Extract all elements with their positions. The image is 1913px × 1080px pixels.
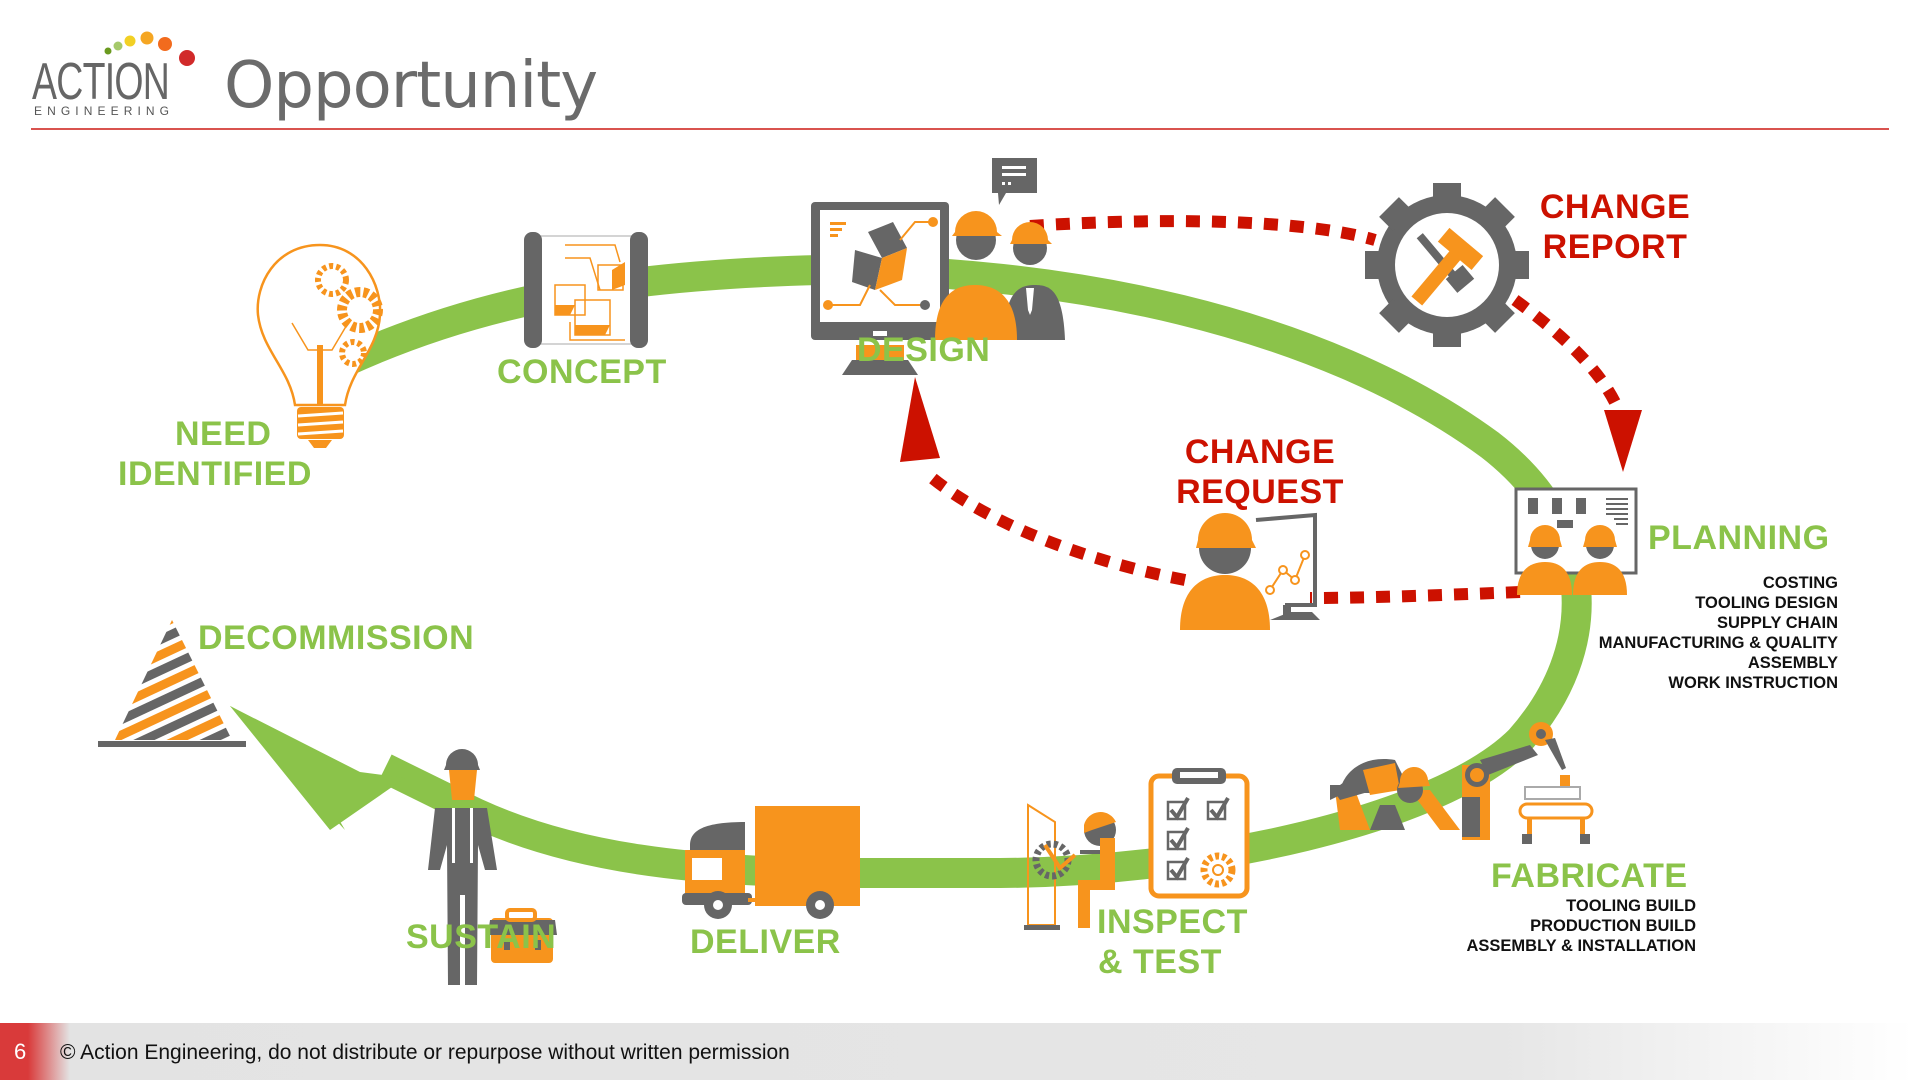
stage-need-label-1: NEED — [175, 415, 272, 453]
change-report-label: CHANGE REPORT — [1520, 187, 1710, 267]
logo-dot — [124, 35, 136, 47]
logo-dots-icon — [104, 31, 195, 66]
engineer-chart-icon — [1180, 512, 1320, 630]
planning-item: TOOLING DESIGN — [1695, 594, 1838, 612]
planning-item: MANUFACTURING & QUALITY — [1598, 634, 1838, 652]
stage-deliver-label: DELIVER — [690, 923, 841, 961]
title-divider — [31, 128, 1889, 130]
logo-dot — [179, 50, 195, 66]
logo-dot — [158, 37, 172, 51]
planning-item: ASSEMBLY — [1747, 654, 1838, 672]
footer-bar — [0, 1023, 1913, 1080]
stage-inspect-label-2: & TEST — [1098, 943, 1222, 981]
stage-planning-label: PLANNING — [1648, 519, 1830, 557]
stage-inspect-label-1: INSPECT — [1097, 903, 1248, 941]
report-to-planning-dashes — [1511, 295, 1628, 422]
striped-cone-icon — [98, 620, 246, 747]
request-to-design-dashes — [921, 467, 1187, 586]
stage-design-label: DESIGN — [857, 331, 991, 369]
stage-need-label-2: IDENTIFIED — [118, 455, 312, 493]
logo-dot — [113, 41, 123, 51]
blueprint-scroll-icon — [524, 232, 648, 348]
inspection-checklist-icon — [1024, 768, 1250, 930]
request-arrowhead — [900, 377, 940, 462]
fabricate-item: TOOLING BUILD — [1566, 897, 1696, 915]
planning-item: COSTING — [1762, 574, 1838, 592]
stage-concept-label: CONCEPT — [497, 353, 667, 391]
change-request-line-1: CHANGE — [1184, 433, 1336, 471]
page-title: Opportunity — [224, 49, 598, 123]
computer-design-team-icon — [811, 158, 1065, 375]
stage-fabricate-label: FABRICATE — [1491, 857, 1688, 895]
lightbulb-gears-icon — [256, 243, 383, 448]
planning-to-request-dashes — [1309, 586, 1521, 604]
logo-wordmark: ACTION — [32, 53, 170, 111]
planning-board-team-icon — [1514, 487, 1638, 595]
change-request-label: CHANGE REQUEST — [1160, 432, 1360, 512]
robot-arm-worker-icon — [1330, 722, 1594, 844]
maintenance-worker-icon — [428, 749, 557, 985]
planning-activities: COSTING TOOLING DESIGN SUPPLY CHAIN MANU… — [1599, 573, 1838, 693]
report-arrowhead — [1604, 410, 1642, 472]
planning-item: WORK INSTRUCTION — [1668, 674, 1838, 692]
fabricate-activities: TOOLING BUILD PRODUCTION BUILD ASSEMBLY … — [1467, 896, 1697, 956]
logo-dot — [140, 31, 154, 45]
change-request-line-2: REQUEST — [1176, 473, 1344, 511]
fabricate-item: ASSEMBLY & INSTALLATION — [1466, 937, 1697, 955]
planning-item: SUPPLY CHAIN — [1716, 614, 1838, 632]
slide-number: 6 — [14, 1039, 27, 1064]
logo-dot — [104, 47, 112, 55]
change-report-line-2: REPORT — [1542, 228, 1688, 266]
change-loop — [900, 215, 1642, 604]
fabricate-item: PRODUCTION BUILD — [1530, 917, 1696, 935]
delivery-truck-icon — [682, 806, 860, 919]
design-to-report-dashes — [1029, 215, 1377, 246]
logo-subtitle: ENGINEERING — [34, 104, 175, 118]
copyright-notice: © Action Engineering, do not distribute … — [60, 1041, 790, 1064]
change-report-line-1: CHANGE — [1539, 188, 1691, 226]
stage-sustain-label: SUSTAIN — [406, 918, 557, 956]
gear-tools-icon — [1365, 183, 1529, 347]
stage-decommission-label: DECOMMISSION — [198, 619, 475, 657]
